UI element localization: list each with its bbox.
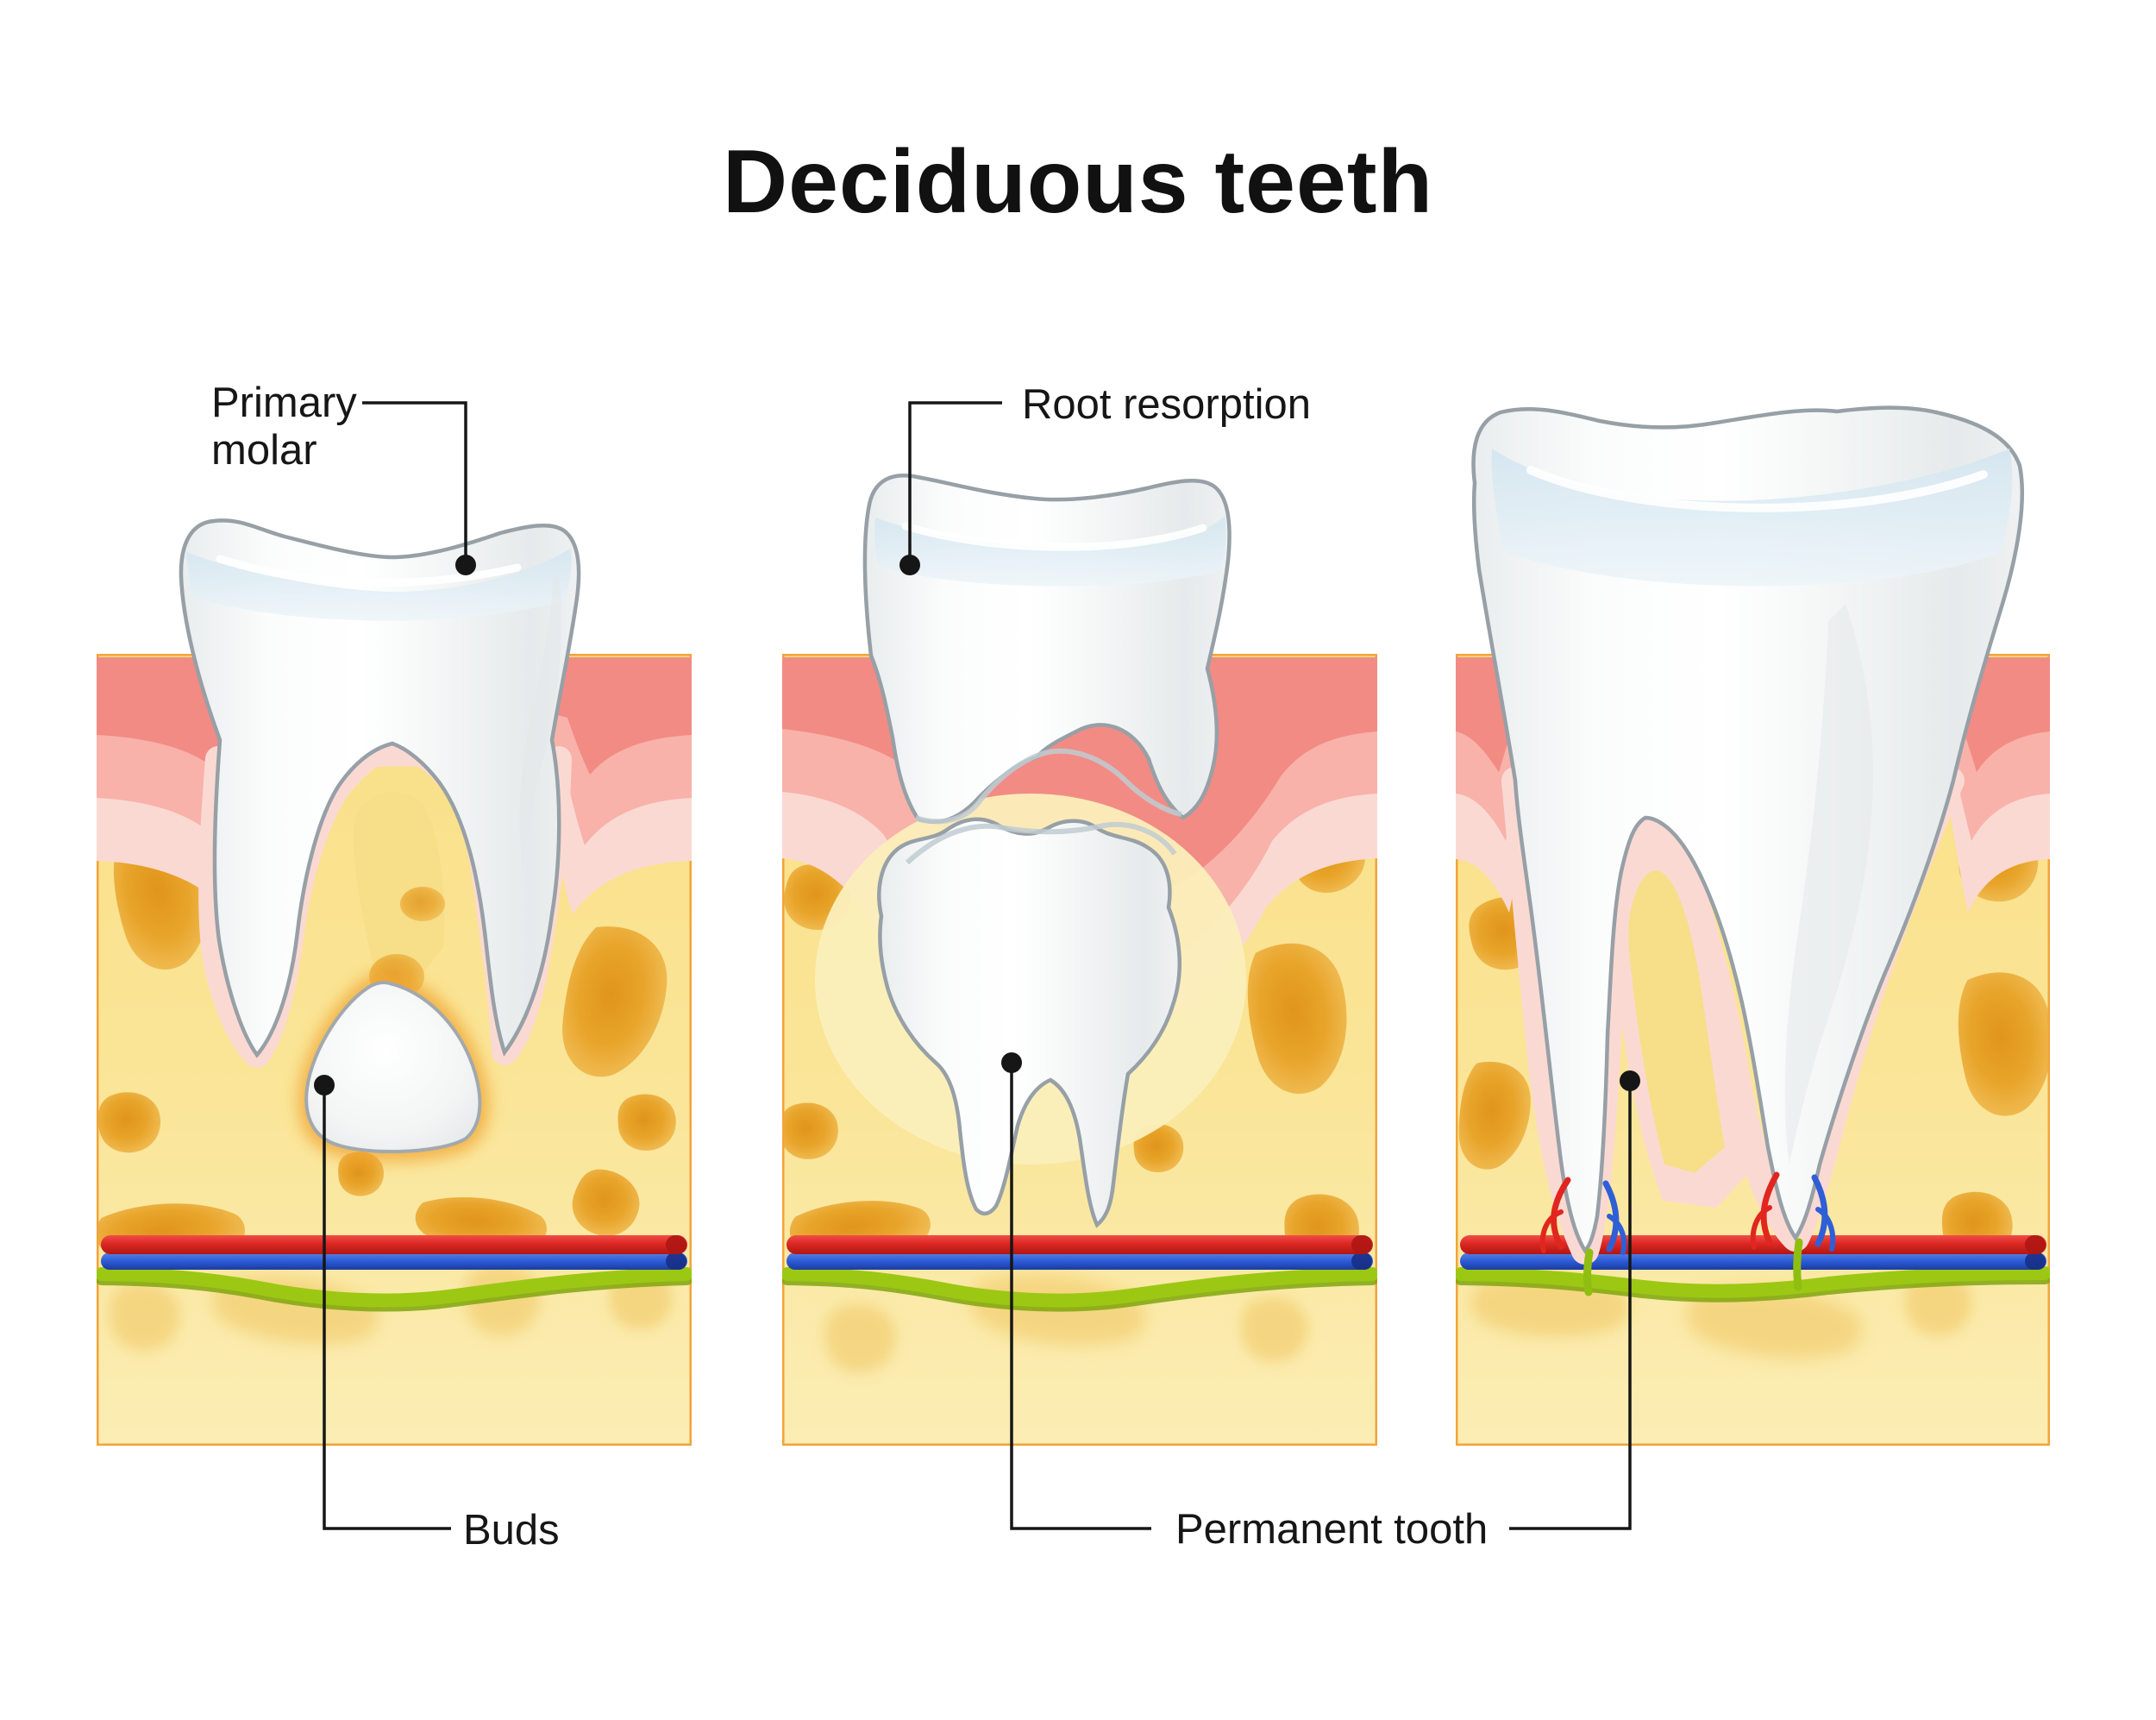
panel-root-resorption — [782, 474, 1377, 1446]
vein-blue — [101, 1252, 687, 1270]
buds-dot — [314, 1075, 335, 1095]
nerve-green — [782, 1267, 1377, 1308]
label-primary-molar-line1: Primary — [211, 380, 357, 426]
enamel-shine — [901, 522, 1207, 551]
root-resorption-dot — [899, 555, 920, 575]
tooth-bud — [304, 981, 482, 1154]
panel-primary-molar — [97, 518, 692, 1446]
enamel-shine — [1526, 466, 1988, 512]
buds-leader — [323, 1085, 451, 1530]
nerve-green — [97, 1267, 692, 1308]
enamel-highlight — [186, 549, 572, 621]
crown-shadow — [1784, 604, 1874, 1164]
permanent-tooth-dot-middle — [1001, 1052, 1022, 1073]
enamel-shine — [216, 555, 522, 587]
primary-molar-leader — [362, 401, 467, 565]
label-permanent-tooth: Permanent tooth — [1175, 1506, 1488, 1553]
leader-lines — [323, 401, 1632, 1530]
label-buds: Buds — [463, 1507, 560, 1554]
panel-erupted-permanent-tooth — [1456, 405, 2050, 1446]
permanent-tooth-dot-right — [1620, 1070, 1640, 1091]
permanent-tooth-erupting — [877, 817, 1182, 1228]
permanent-tooth-leader-right — [1509, 1081, 1632, 1530]
page-title: Deciduous teeth — [723, 132, 1433, 232]
vessels — [97, 1235, 692, 1312]
vein-blue — [1460, 1252, 2046, 1270]
root-resorption-leader — [908, 401, 1002, 565]
permanent-tooth-leader-left — [1010, 1063, 1151, 1530]
primary-molar-tooth — [179, 518, 581, 1058]
label-primary-molar-line2: molar — [211, 427, 317, 474]
artery-red — [101, 1235, 687, 1254]
enamel-highlight — [874, 516, 1226, 587]
bone-spot-small — [400, 887, 445, 921]
label-root-resorption: Root resorption — [1022, 381, 1311, 428]
socket-yellow-core — [1628, 870, 1725, 1173]
root-tip-vessels — [1539, 1171, 1836, 1296]
vessels — [782, 1235, 1377, 1312]
socket-yellow-wedge — [354, 791, 445, 994]
primary-molar-dot — [455, 555, 476, 575]
enamel-highlight — [1491, 449, 2013, 587]
leader-dots — [314, 555, 1640, 1095]
resorption-contact-line — [905, 821, 1177, 865]
artery-red — [787, 1235, 1373, 1254]
annotation-labels: Primary molar Root resorption Buds Perma… — [211, 380, 1488, 1554]
nerve-green — [1456, 1266, 2050, 1298]
permanent-tooth-erupted — [1471, 405, 2025, 1254]
resorbed-root-edge — [914, 748, 1182, 825]
crown-shadow — [519, 576, 562, 871]
vein-blue — [787, 1252, 1373, 1270]
